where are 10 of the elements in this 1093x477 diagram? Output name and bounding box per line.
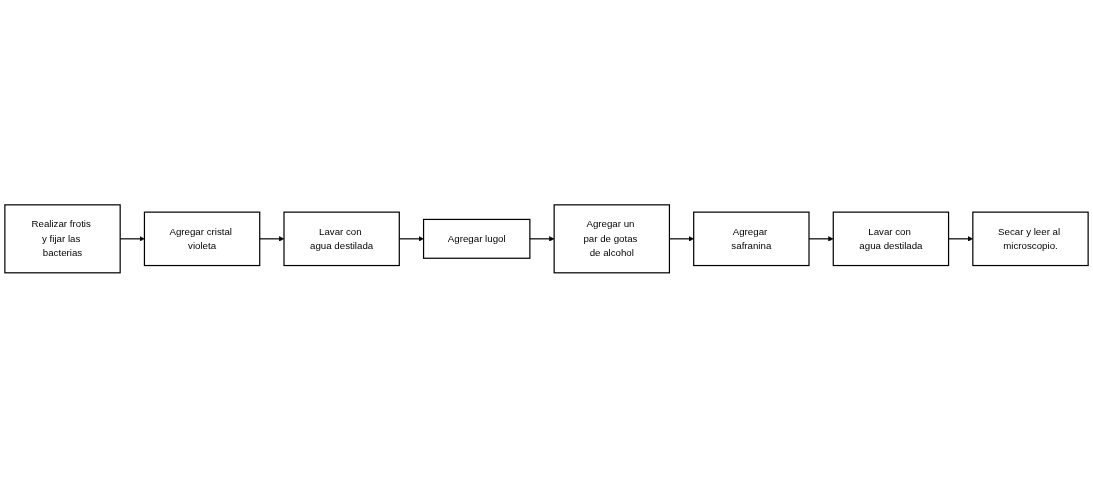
node-box: Lavar con agua destilada xyxy=(832,211,950,266)
arrow xyxy=(259,235,285,242)
node-box: Agregar un par de gotas de alcohol xyxy=(553,203,671,274)
node-box: Realizar frotis y fijar las bacterias xyxy=(4,203,121,274)
node-box: Agregar safranina xyxy=(693,211,810,266)
node-box: Lavar con agua destilada xyxy=(283,211,400,266)
node-box: Agregar cristal violeta xyxy=(143,211,261,266)
arrow xyxy=(529,235,555,242)
node-box: Secar y leer al microscopio. xyxy=(972,211,1089,266)
node-box: Agregar lugol xyxy=(422,218,531,259)
